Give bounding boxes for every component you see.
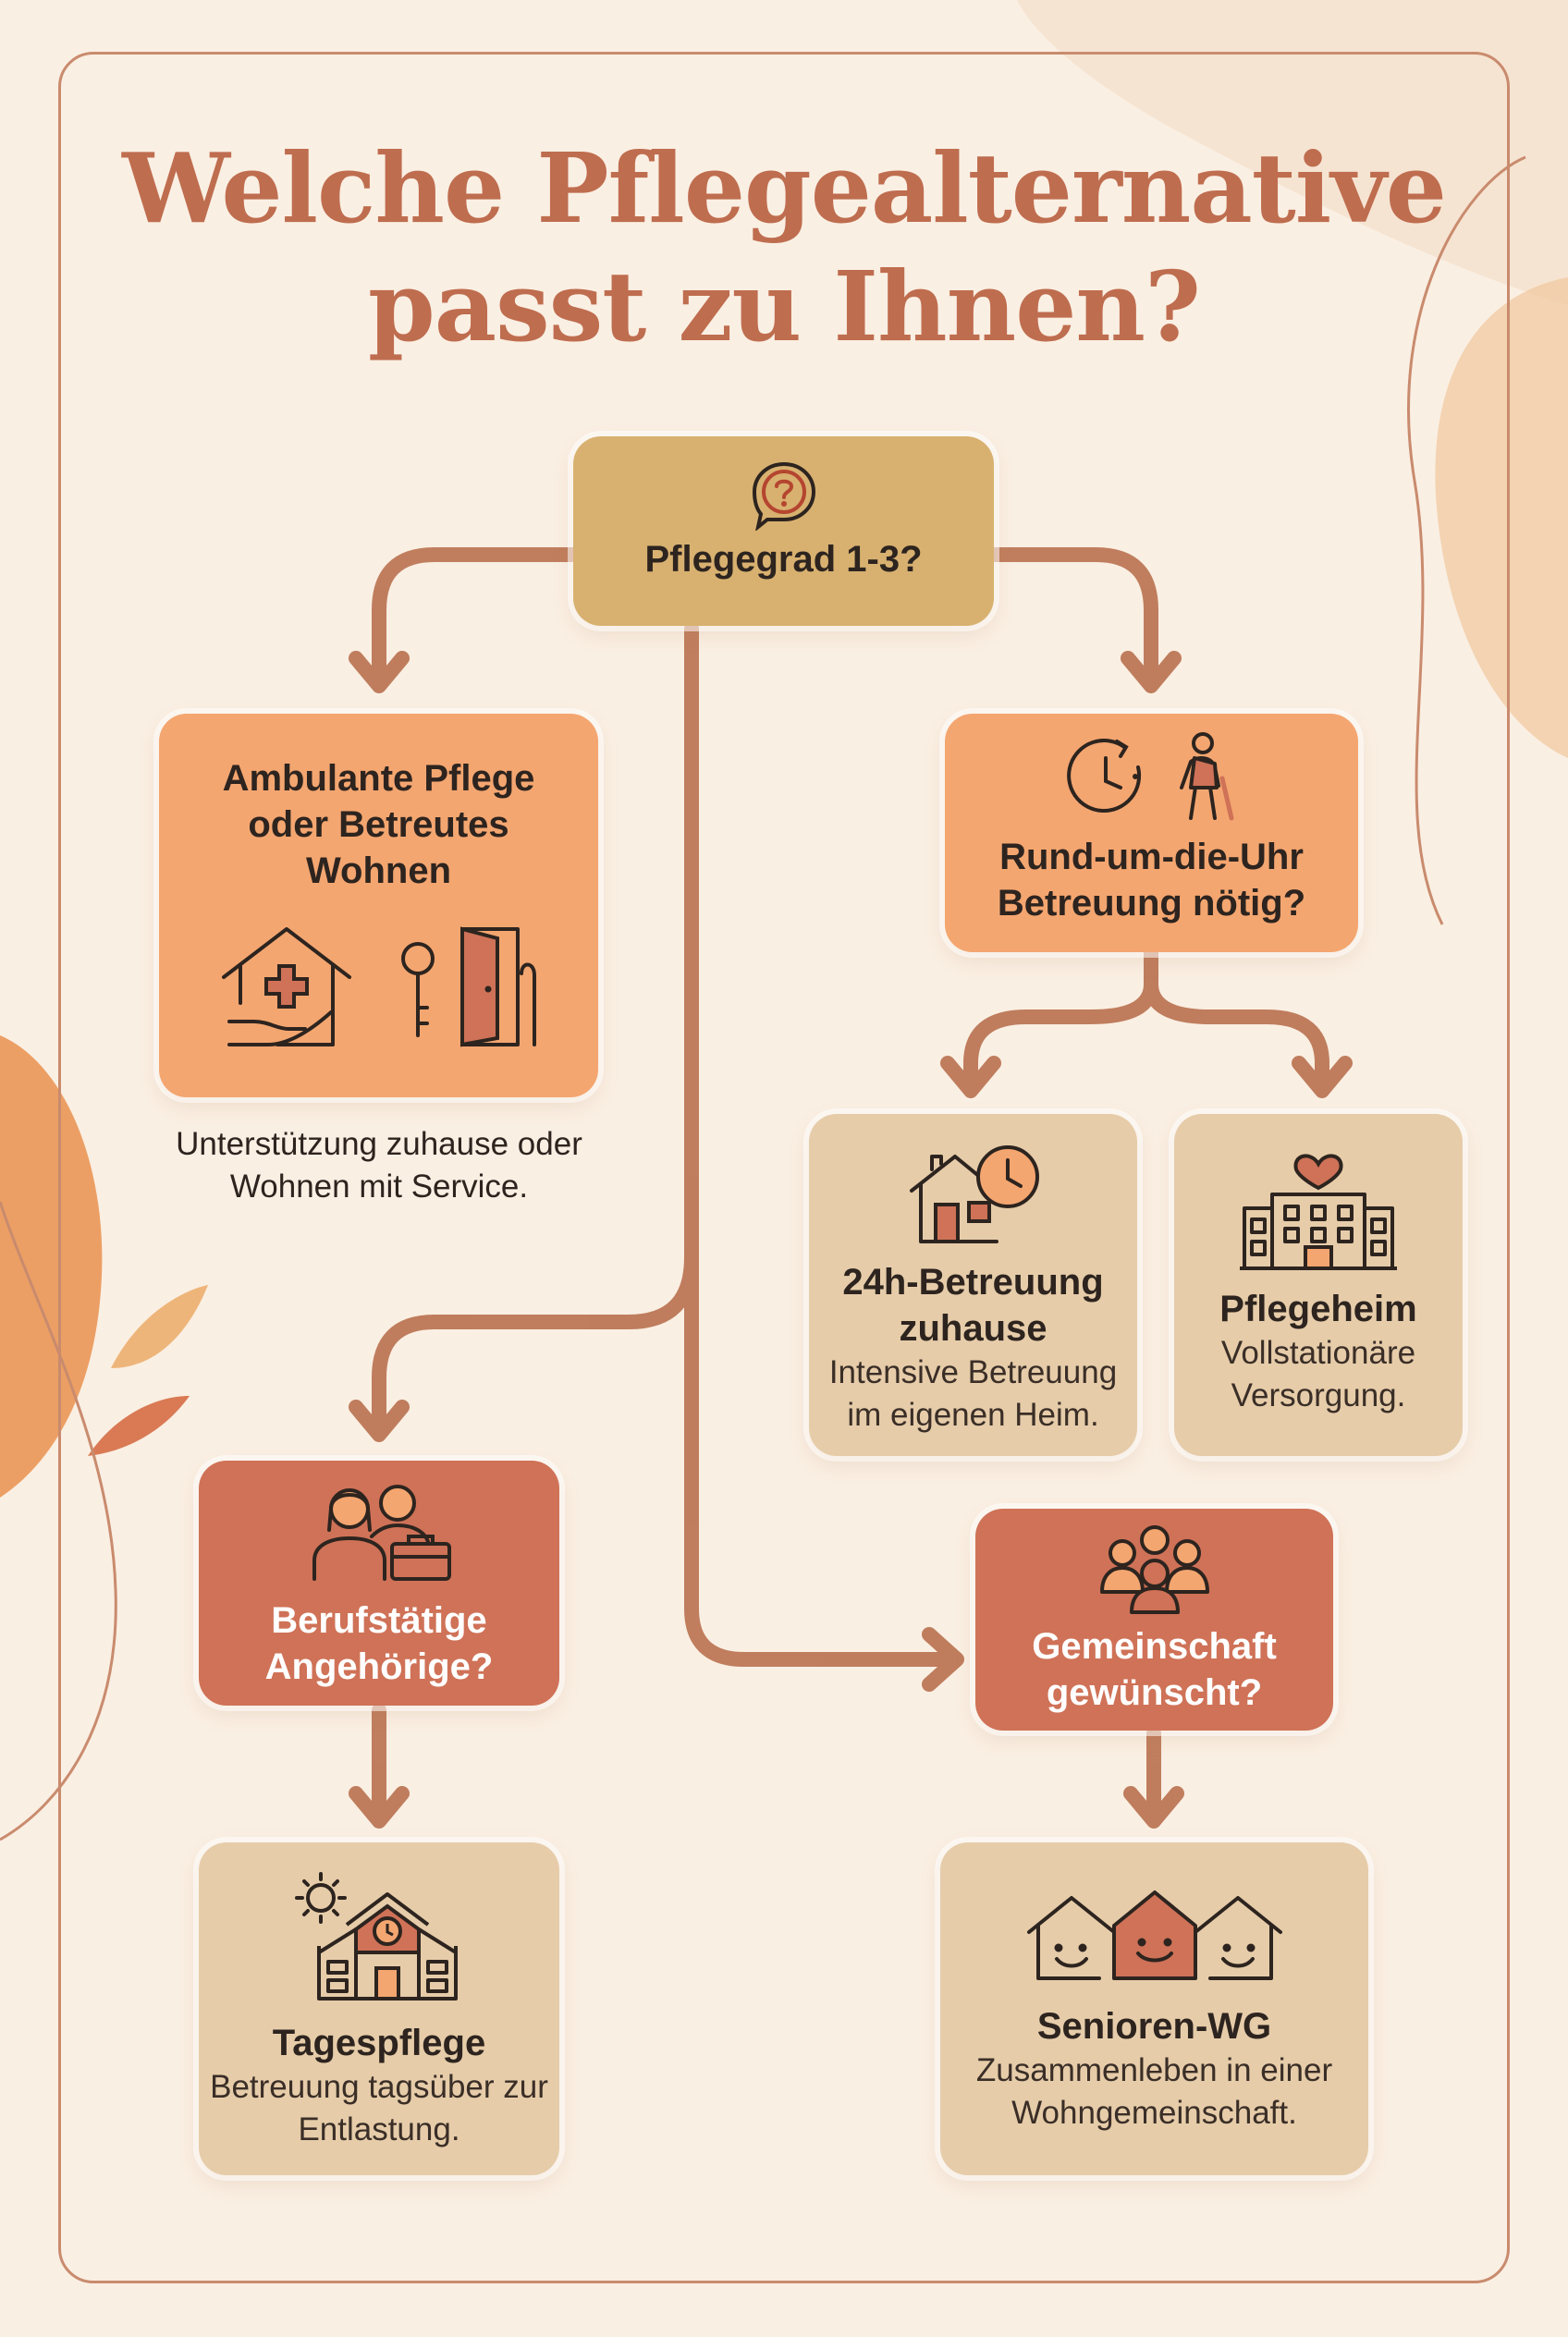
decision-pflegegrad-label: Pflegegrad 1-3? [644, 539, 923, 580]
smiling-houses-icon [1026, 1890, 1282, 1980]
option-nursing-home-desc: Vollstationäre Versorgung. [1220, 1335, 1416, 1413]
decision-round-the-clock: Rund-um-die-Uhr Betreuung nötig? [945, 714, 1358, 952]
arrowhead [349, 1400, 410, 1442]
title-line-2: passt zu Ihnen? [368, 250, 1201, 363]
decision-community: Gemeinschaft gewünscht? [975, 1509, 1333, 1731]
arrowhead [349, 1786, 410, 1829]
option-ambulant-caption: Unterstützung zuhause oder Wohnen mit Se… [176, 1126, 582, 1205]
connector-start-ambulant [372, 547, 581, 682]
clock-icon [1066, 739, 1141, 814]
option-senior-wg-title: Senioren-WG [1036, 2006, 1272, 2047]
option-senior-wg: Senioren-WG Zusammenleben in einer Wohng… [940, 1842, 1368, 2175]
connector-trunk-community [684, 1250, 955, 1667]
connector-start-roundclock [986, 547, 1158, 682]
sun-building-clock-icon [295, 1872, 458, 2001]
option-24h-care-desc: Intensive Betreuung im eigenen Heim. [828, 1354, 1118, 1433]
question-bubble-icon [752, 461, 815, 531]
decision-pflegegrad: Pflegegrad 1-3? [573, 436, 994, 626]
decision-working-relatives: Berufstätige Angehörige? [199, 1461, 559, 1706]
card-frame [58, 52, 1510, 2283]
connector-to-pflegeheim [1144, 977, 1329, 1089]
option-senior-wg-desc: Zusammenleben in einer Wohngemeinschaft. [975, 2052, 1333, 2131]
people-briefcase-icon [312, 1485, 451, 1581]
option-nursing-home-title: Pflegeheim [1219, 1289, 1417, 1329]
elderly-person-cane-icon [1179, 732, 1233, 821]
page-title: Welche Pflegealternative passt zu Ihnen? [58, 129, 1510, 366]
option-day-care: Tagespflege Betreuung tagsüber zur Entla… [199, 1842, 559, 2175]
arrowhead [1121, 651, 1182, 693]
arrowhead [349, 651, 410, 693]
arrowhead [1292, 1056, 1353, 1098]
group-icon [1099, 1525, 1209, 1614]
arrowhead [1123, 1786, 1184, 1829]
option-ambulant: Ambulante Pflege oder Betreutes Wohnen [159, 714, 598, 1097]
decision-round-the-clock-label: Rund-um-die-Uhr Betreuung nötig? [997, 837, 1306, 924]
arrowhead [940, 1056, 1001, 1098]
building-heart-icon [1240, 1154, 1397, 1270]
option-day-care-title: Tagespflege [272, 2023, 486, 2063]
option-24h-care-title: 24h-Betreuung zuhause [842, 1262, 1104, 1349]
connector-trunk-relatives [372, 1250, 699, 1431]
decision-community-label: Gemeinschaft gewünscht? [1032, 1626, 1277, 1713]
decision-working-relatives-label: Berufstätige Angehörige? [264, 1600, 494, 1687]
option-nursing-home: Pflegeheim Vollstationäre Versorgung. [1174, 1114, 1463, 1456]
connector-to-24h [963, 977, 1158, 1089]
option-day-care-desc: Betreuung tagsüber zur Entlastung. [210, 2069, 548, 2147]
option-24h-care: 24h-Betreuung zuhause Intensive Betreuun… [809, 1114, 1137, 1456]
house-care-hand-icon [221, 927, 351, 1046]
title-line-1: Welche Pflegealternative [122, 131, 1447, 245]
arrowhead [922, 1627, 964, 1692]
option-ambulant-title: Ambulante Pflege oder Betreutes Wohnen [222, 758, 535, 891]
key-door-cane-icon [400, 926, 536, 1047]
house-clock-icon [909, 1145, 1039, 1243]
